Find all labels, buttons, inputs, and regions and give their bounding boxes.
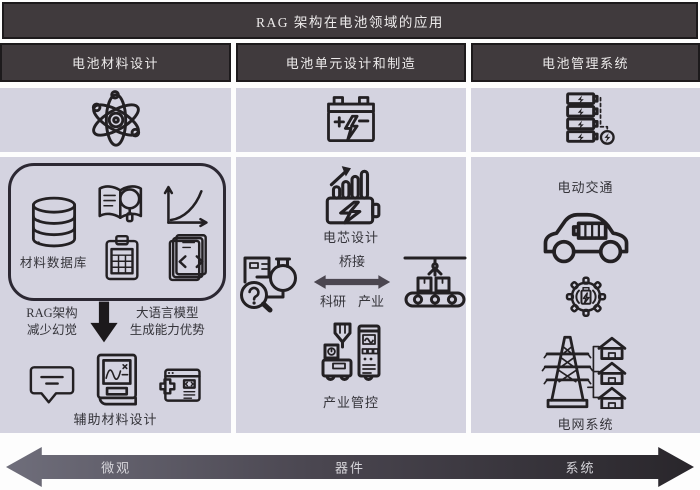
bridge-top-label: 桥接 (338, 254, 365, 270)
column-header-material-design: 电池材料设计 (0, 43, 231, 82)
book-magnifier-icon (98, 185, 143, 223)
code-documents-icon (168, 234, 208, 282)
chat-bubble-icon (29, 366, 74, 404)
conveyor-robot-icon (403, 256, 467, 308)
electric-car-icon (543, 212, 628, 264)
bridge-left-label: 科研 (319, 294, 346, 309)
column-cell-design: 电池单元设计和制造 (236, 43, 467, 433)
database-label: 材料数据库 (19, 255, 88, 270)
axis-label-system: 系统 (565, 460, 596, 476)
cell-main-cell: 电芯设计 桥接 (236, 157, 467, 433)
cell-design-label: 电芯设计 (322, 230, 379, 245)
axis-label-micro: 微观 (101, 460, 132, 476)
formula-book-icon (96, 353, 137, 406)
bms-icon-cell (471, 88, 700, 152)
column-header-management-system: 电池管理系统 (471, 43, 700, 82)
database-icon (31, 196, 76, 247)
column-header-cell-design: 电池单元设计和制造 (236, 43, 466, 82)
car-battery-icon (327, 96, 375, 143)
page-title: RAG 架构在电池领域的应用 (2, 2, 698, 39)
bridge-row: 桥接 科研 产业 (230, 250, 472, 314)
columns: 电池材料设计 (0, 43, 700, 433)
material-main-cell: 材料数据库 (0, 157, 231, 433)
research-flask-magnifier-icon (240, 256, 297, 313)
column-material-design: 电池材料设计 (0, 43, 231, 433)
battery-gauge-icon (325, 166, 381, 225)
atom-icon (91, 90, 140, 147)
material-database-box: 材料数据库 (8, 163, 226, 301)
database-group: 材料数据库 (20, 194, 88, 271)
down-arrow-icon (90, 301, 118, 343)
clipboard-calculator-icon (105, 234, 139, 281)
power-grid-icon (541, 335, 626, 409)
axis-label-device: 器件 (334, 460, 366, 476)
factory-machine-icon (321, 322, 381, 381)
knowledge-icons-grid (94, 180, 214, 284)
growth-chart-icon (163, 185, 208, 228)
material-icon-cell (0, 88, 231, 152)
assisted-design-icons (0, 351, 231, 409)
code-window-plus-icon (158, 368, 201, 402)
scale-axis: 微观 器件 系统 (6, 447, 694, 487)
rag-flow-row: RAG架构 减少幻觉 大语言模型 生成能力优势 (0, 299, 231, 345)
bridge-right-label: 产业 (358, 294, 385, 309)
bms-stack: 电动交通 (471, 157, 700, 433)
bridge-labels: 桥接 科研 产业 (310, 254, 394, 309)
grid-system-label: 电网系统 (557, 417, 614, 432)
electric-transport-label: 电动交通 (557, 180, 614, 195)
rag-left-text: RAG架构 减少幻觉 (26, 306, 78, 337)
cell-stack: 电芯设计 桥接 (236, 157, 467, 433)
bms-main-cell: 电动交通 (471, 157, 700, 433)
cell-icon-cell (236, 88, 466, 152)
battery-stack-icon (565, 92, 615, 145)
double-arrow-icon (313, 275, 391, 289)
llm-right-text: 大语言模型 生成能力优势 (129, 306, 205, 337)
column-management-system: 电池管理系统 电动交通 (471, 43, 700, 433)
assisted-design-label: 辅助材料设计 (73, 412, 158, 427)
gear-battery-icon (565, 276, 606, 318)
industry-control-label: 产业管控 (322, 395, 379, 410)
